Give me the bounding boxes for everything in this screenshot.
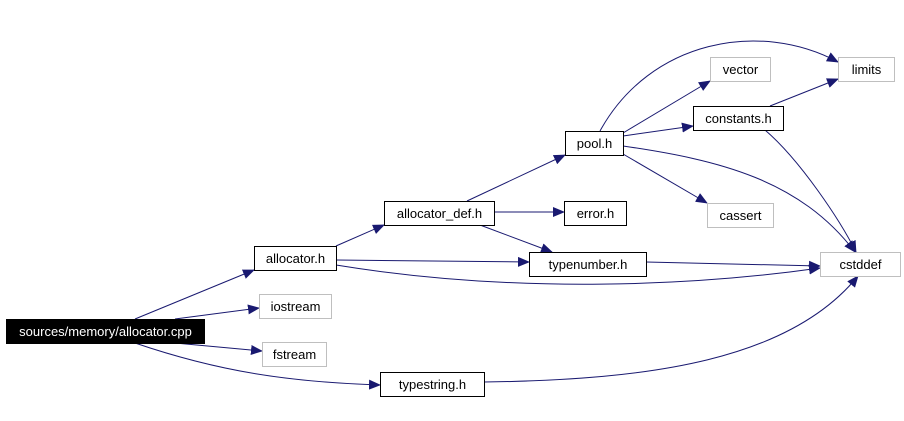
edge-allocator-h-to-allocator-def-h <box>335 224 385 247</box>
node-box <box>529 252 647 277</box>
node-cassert: cassert <box>707 203 774 228</box>
edge-allocator-def-h-to-pool-h <box>466 154 566 202</box>
node-cstddef: cstddef <box>820 252 901 277</box>
node-label: constants.h <box>705 111 772 126</box>
node-box <box>254 246 337 271</box>
edge-pool-h-to-vector <box>622 80 711 134</box>
edge-pool-h-to-constants-h <box>622 122 694 137</box>
node-label: fstream <box>273 347 316 362</box>
node-box <box>380 372 485 397</box>
edge-allocator-cpp-to-allocator-h <box>134 269 255 320</box>
node-box <box>710 57 771 82</box>
node-box <box>838 57 895 82</box>
node-allocator-h[interactable]: allocator.h <box>254 246 337 271</box>
edge-constants-h-to-cstddef <box>764 129 857 253</box>
node-label: cstddef <box>840 257 882 272</box>
node-iostream: iostream <box>259 294 332 319</box>
edge-allocator-cpp-to-typestring-h <box>134 342 381 390</box>
node-box <box>693 106 784 131</box>
edge-allocator-def-h-to-typenumber-h <box>479 224 553 253</box>
node-box <box>564 201 627 226</box>
edges-layer <box>134 40 859 390</box>
node-pool-h[interactable]: pool.h <box>565 131 624 156</box>
node-vector: vector <box>710 57 771 82</box>
node-label: typenumber.h <box>549 257 628 272</box>
edge-pool-h-to-cassert <box>622 153 708 204</box>
nodes-layer: sources/memory/allocator.cpp allocator.h i… <box>6 57 901 397</box>
node-constants-h[interactable]: constants.h <box>693 106 784 131</box>
node-box <box>262 342 327 367</box>
edge-constants-h-to-limits <box>769 78 839 107</box>
edge-pool-h-to-cstddef <box>622 145 856 253</box>
edge-allocator-cpp-to-fstream <box>174 342 263 355</box>
edge-allocator-h-to-typenumber-h <box>335 256 530 267</box>
node-label: limits <box>852 62 882 77</box>
node-allocator-def-h[interactable]: allocator_def.h <box>384 201 495 226</box>
node-box <box>565 131 624 156</box>
node-fstream: fstream <box>262 342 327 367</box>
edge-pool-h-to-limits <box>599 40 839 132</box>
node-typenumber-h[interactable]: typenumber.h <box>529 252 647 277</box>
node-box <box>384 201 495 226</box>
node-label: iostream <box>271 299 321 314</box>
node-box <box>820 252 901 277</box>
node-label: error.h <box>577 206 615 221</box>
node-box <box>707 203 774 228</box>
node-label: sources/memory/allocator.cpp <box>19 324 192 339</box>
node-label: allocator.h <box>266 251 325 266</box>
edge-typestring-h-to-cstddef <box>483 275 859 383</box>
node-box <box>259 294 332 319</box>
node-label: typestring.h <box>399 377 466 392</box>
node-error-h[interactable]: error.h <box>564 201 627 226</box>
node-label: allocator_def.h <box>397 206 482 221</box>
node-box <box>6 319 205 344</box>
node-label: pool.h <box>577 136 612 151</box>
edge-allocator-h-to-cstddef <box>335 264 821 285</box>
node-label: cassert <box>720 208 762 223</box>
node-allocator-cpp[interactable]: sources/memory/allocator.cpp <box>6 319 205 344</box>
node-limits: limits <box>838 57 895 82</box>
node-typestring-h[interactable]: typestring.h <box>380 372 485 397</box>
edge-allocator-cpp-to-iostream <box>174 304 260 320</box>
node-label: vector <box>723 62 759 77</box>
edge-typenumber-h-to-cstddef <box>645 260 821 271</box>
